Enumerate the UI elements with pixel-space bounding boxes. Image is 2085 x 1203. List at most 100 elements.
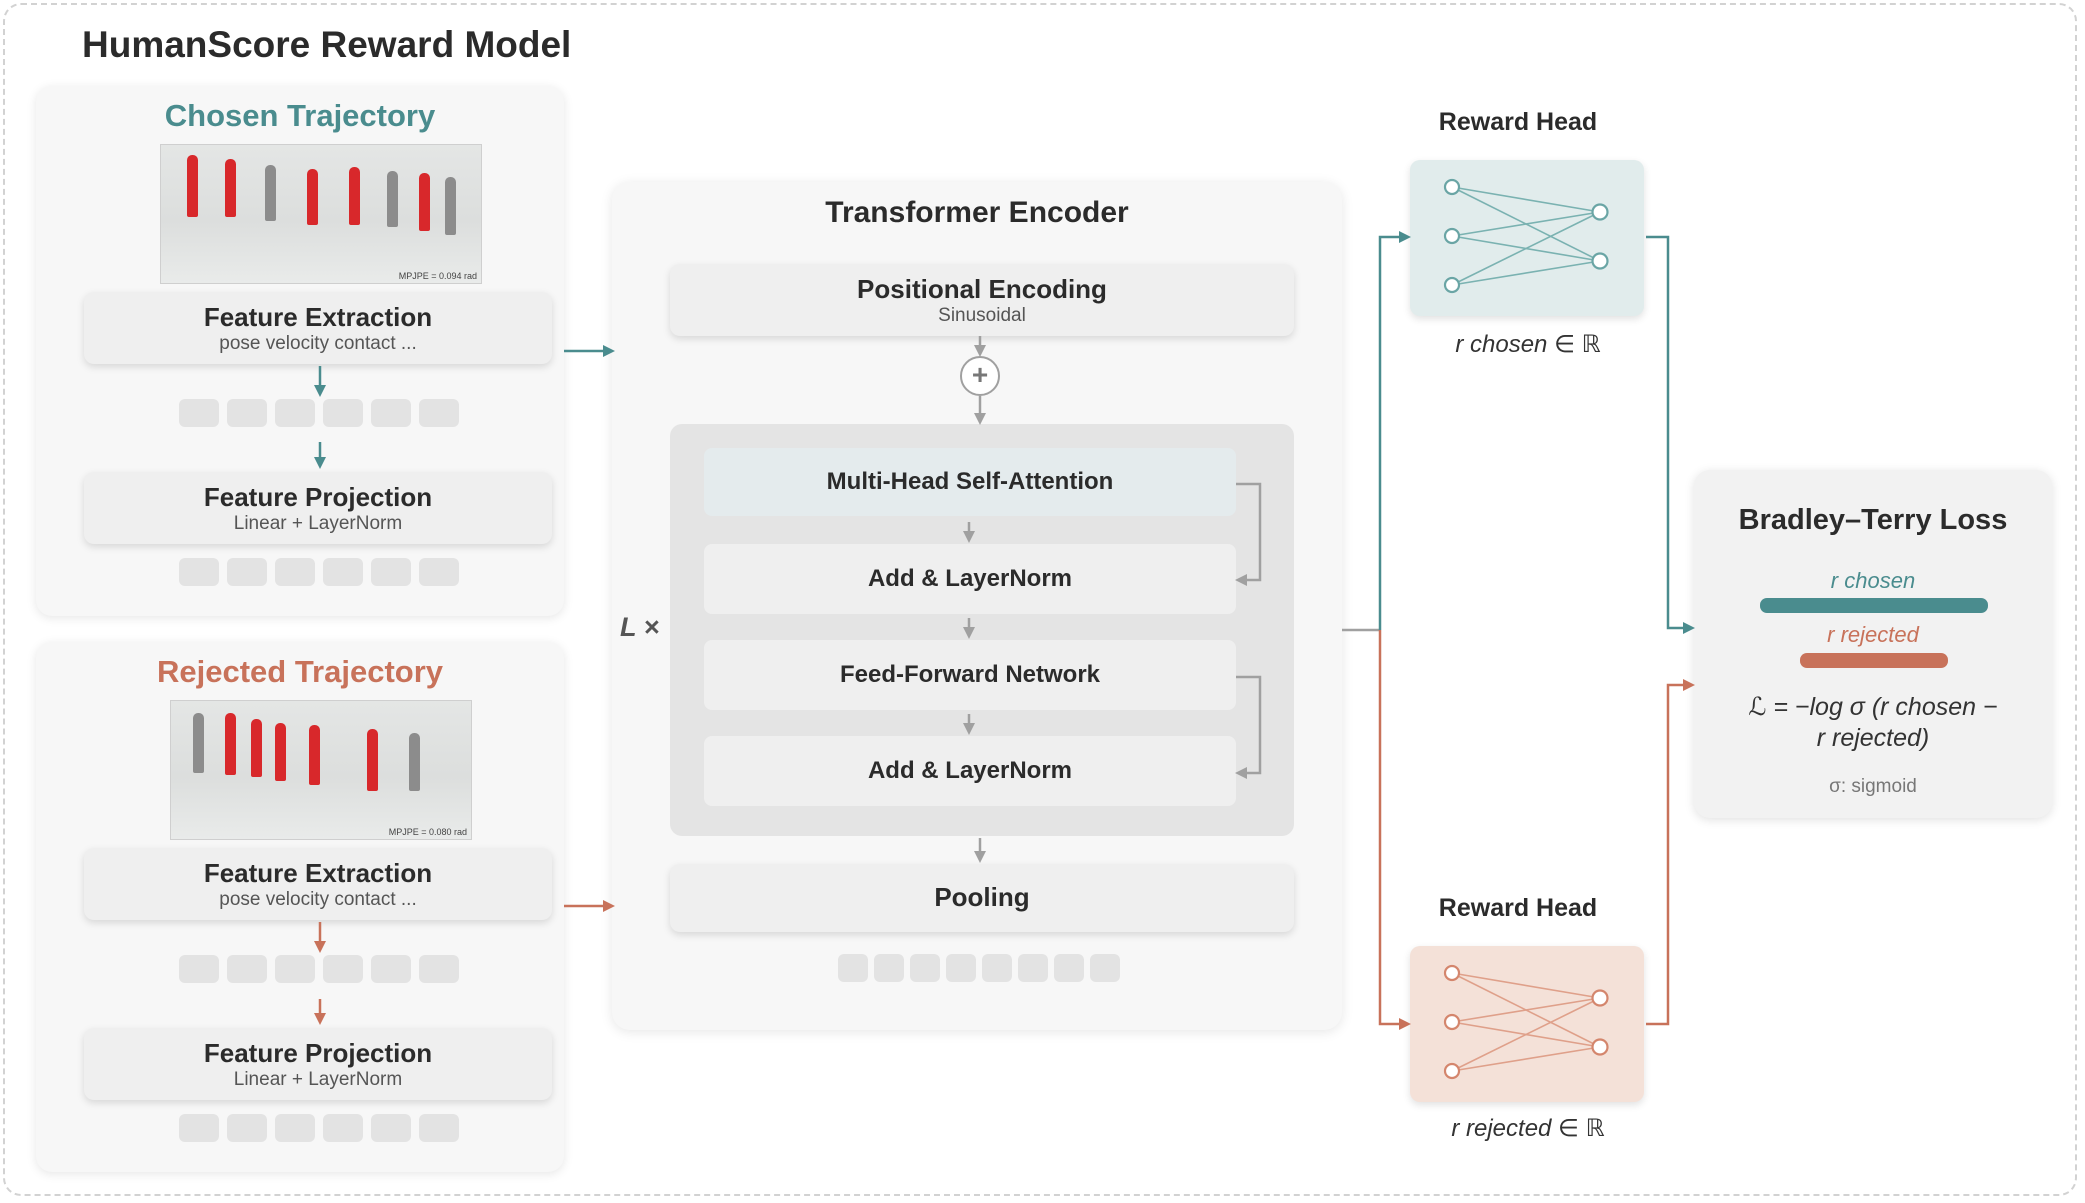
loss-formula-line-1: ℒ = −log σ (r chosen − — [1748, 693, 1998, 721]
chosen-figure-3 — [265, 165, 276, 221]
diagram-frame — [3, 3, 2077, 1196]
rejected-projected-token — [179, 1114, 219, 1142]
rejected-projected-token — [323, 1114, 363, 1142]
pooled-token — [1018, 954, 1048, 982]
rejected-figure-5 — [309, 725, 320, 785]
chosen-figure-4 — [307, 169, 318, 225]
pooled-token — [946, 954, 976, 982]
rejected-feature-projection: Feature Projection Linear + LayerNorm — [84, 1028, 552, 1100]
rejected-mpjpe-label: MPJPE = 0.080 rad — [388, 827, 467, 837]
loss-rejected-label: r rejected — [1827, 622, 1919, 647]
rejected-feature-token — [419, 955, 459, 983]
rejected-feature-token — [323, 955, 363, 983]
chosen-projected-token — [323, 558, 363, 586]
encoder-to-chosen-head-arrow — [1378, 231, 1411, 630]
chosen-figure-7 — [419, 173, 430, 231]
pooled-token — [1054, 954, 1084, 982]
reward-rejected-output: r rejected ∈ ℝ — [1451, 1115, 1605, 1142]
rejected-feature-extraction-title: Feature Extraction — [203, 858, 433, 888]
chosen-feature-token — [371, 399, 411, 427]
rejected-feature-projection-title: Feature Projection — [203, 1038, 433, 1068]
loss-chosen-label: r chosen — [1830, 568, 1916, 593]
add-layernorm-2-box: Add & LayerNorm — [704, 736, 1236, 806]
positional-encoding-title: Positional Encoding — [857, 274, 1107, 304]
rejected-feature-token — [179, 955, 219, 983]
chosen-projected-token — [275, 558, 315, 586]
chosen-feature-token — [179, 399, 219, 427]
pooled-token — [874, 954, 904, 982]
positional-encoding-box: Positional Encoding Sinusoidal — [670, 264, 1294, 336]
chosen-projected-token — [371, 558, 411, 586]
rejected-feature-extraction-subtitle: pose velocity contact ... — [219, 889, 417, 910]
pooled-token — [910, 954, 940, 982]
rejected-figure-1 — [193, 713, 204, 773]
rejected-projected-token — [275, 1114, 315, 1142]
rejected-trajectory-panel: Rejected Trajectory MPJPE = 0.080 rad Fe… — [36, 642, 564, 1172]
rejected-feature-token — [227, 955, 267, 983]
chosen-feature-projection: Feature Projection Linear + LayerNorm — [84, 472, 552, 544]
encoder-layer-block: Multi-Head Self-Attention Add & LayerNor… — [670, 424, 1294, 836]
loss-chosen-bar — [1760, 598, 1988, 613]
loss-rejected-bar — [1800, 653, 1948, 668]
reward-chosen-output: r chosen ∈ ℝ — [1455, 331, 1601, 358]
chosen-figure-5 — [349, 167, 360, 225]
rejected-figure-3 — [251, 719, 262, 777]
encoder-to-rejected-head-arrow — [1378, 630, 1411, 1030]
rejected-figure-4 — [275, 723, 286, 781]
chosen-head-to-loss-arrow — [1646, 235, 1695, 634]
chosen-projected-token — [179, 558, 219, 586]
rejected-projected-token — [419, 1114, 459, 1142]
reward-head-rejected — [1410, 946, 1644, 1102]
rejected-figure-7 — [409, 733, 420, 791]
reward-head-chosen-label: Reward Head — [1438, 108, 1598, 136]
loss-sigmoid-note: σ: sigmoid — [1829, 776, 1917, 797]
rejected-feature-extraction: Feature Extraction pose velocity contact… — [84, 848, 552, 920]
chosen-feature-token — [275, 399, 315, 427]
chosen-trajectory-title: Chosen Trajectory — [164, 98, 436, 133]
reward-head-rejected-network-icon — [1443, 964, 1609, 1080]
add-layernorm-1-box: Add & LayerNorm — [704, 544, 1236, 614]
pooled-token — [1090, 954, 1120, 982]
rejected-motion-thumbnail: MPJPE = 0.080 rad — [170, 700, 472, 840]
chosen-figure-8 — [445, 177, 456, 235]
feed-forward-network-box: Feed-Forward Network — [704, 640, 1236, 710]
diagram-title: HumanScore Reward Model — [82, 24, 572, 65]
pooled-token — [838, 954, 868, 982]
loss-formula-line-2: r rejected) — [1816, 724, 1930, 752]
chosen-feature-extraction-title: Feature Extraction — [203, 302, 433, 332]
rejected-feature-token — [275, 955, 315, 983]
chosen-feature-extraction: Feature Extraction pose velocity contact… — [84, 292, 552, 364]
bradley-terry-loss-panel: Bradley–Terry Loss r chosen r rejected ℒ… — [1694, 470, 2052, 818]
chosen-feature-token — [227, 399, 267, 427]
reward-head-chosen — [1410, 160, 1644, 316]
rejected-projected-token — [371, 1114, 411, 1142]
chosen-feature-projection-title: Feature Projection — [203, 482, 433, 512]
layer-repeat-label: L × — [620, 612, 660, 642]
plus-icon: + — [971, 359, 989, 390]
transformer-encoder-panel: Transformer Encoder Positional Encoding … — [612, 182, 1342, 1030]
loss-title: Bradley–Terry Loss — [1738, 504, 2008, 536]
rejected-figure-6 — [367, 729, 378, 791]
transformer-encoder-title: Transformer Encoder — [825, 196, 1129, 229]
rejected-head-to-loss-arrow — [1646, 679, 1695, 1026]
pooling-box: Pooling — [670, 864, 1294, 932]
rejected-trajectory-title: Rejected Trajectory — [156, 654, 444, 689]
chosen-motion-thumbnail: MPJPE = 0.094 rad — [160, 144, 482, 284]
reward-head-rejected-label: Reward Head — [1438, 894, 1598, 922]
encoder-internal-arrows — [963, 336, 1262, 863]
multi-head-self-attention-box: Multi-Head Self-Attention — [704, 448, 1236, 516]
rejected-feature-token — [371, 955, 411, 983]
add-node: + — [960, 356, 1000, 396]
positional-encoding-subtitle: Sinusoidal — [938, 305, 1026, 326]
rejected-feature-projection-subtitle: Linear + LayerNorm — [233, 1069, 403, 1090]
chosen-mpjpe-label: MPJPE = 0.094 rad — [398, 271, 477, 281]
chosen-figure-2 — [225, 159, 236, 217]
rejected-projected-token — [227, 1114, 267, 1142]
pooling-title: Pooling — [934, 882, 1030, 912]
chosen-figure-6 — [387, 171, 398, 227]
rejected-figure-2 — [225, 713, 236, 775]
pooled-token — [982, 954, 1012, 982]
reward-head-chosen-network-icon — [1443, 178, 1609, 294]
chosen-feature-token — [419, 399, 459, 427]
